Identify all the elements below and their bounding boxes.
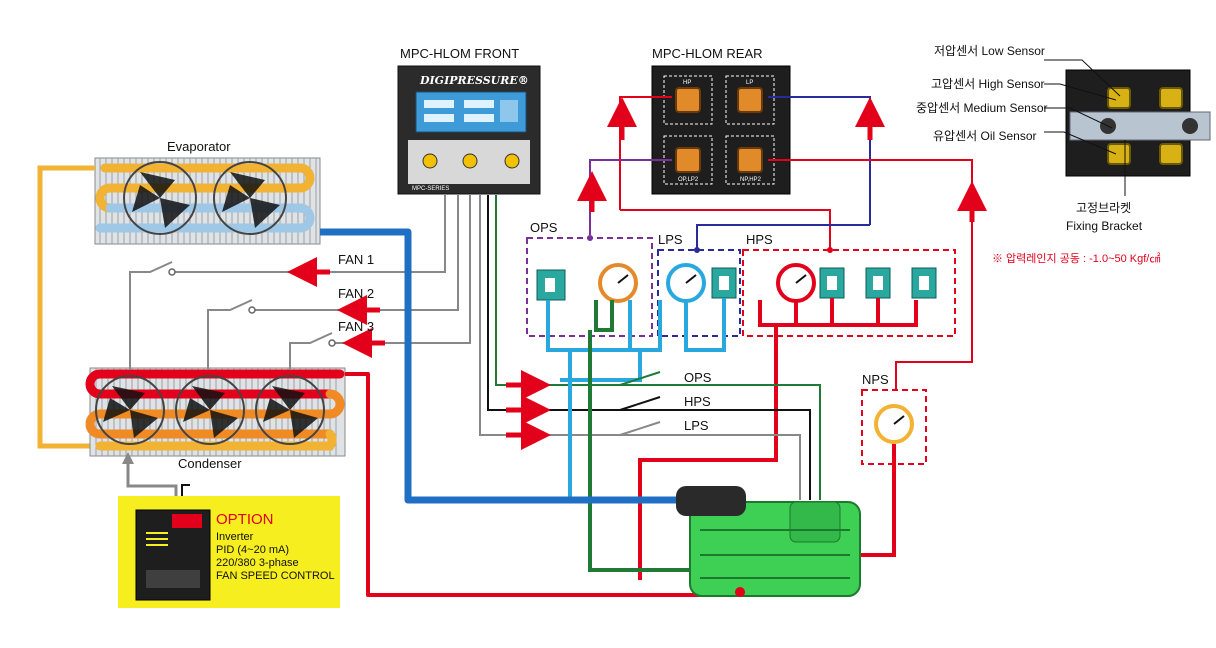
fan-switch-contacts: [168, 268, 336, 347]
fan3-label: FAN 3: [338, 319, 374, 334]
option-line-4: FAN SPEED CONTROL: [216, 570, 335, 582]
rear-title: MPC-HLOM REAR: [652, 46, 763, 61]
bracket-en-label: Fixing Bracket: [1066, 219, 1143, 233]
brand-label: DIGIPRESSURE®: [419, 74, 529, 87]
rear-hp-label: HP: [683, 80, 691, 86]
pressure-manifolds: [546, 298, 918, 580]
front-title: MPC-HLOM FRONT: [400, 46, 519, 61]
output-switches: [662, 384, 821, 500]
compressor: [676, 486, 861, 597]
evaporator-fans: [123, 161, 287, 235]
condenser: Condenser: [85, 367, 346, 471]
switch-lps-label: LPS: [684, 418, 709, 433]
option-line-3: 220/380 3-phase: [216, 557, 299, 569]
rear-arrows: [577, 97, 987, 222]
enter-button[interactable]: [504, 153, 520, 169]
lps-box-label: LPS: [658, 232, 683, 247]
sensor-medium-label: 중압센서 Medium Sensor: [916, 101, 1048, 115]
rear-connectors: [675, 87, 763, 173]
fan2-label: FAN 2: [338, 286, 374, 301]
nps-group: NPS: [780, 372, 927, 557]
evaporator: Evaporator: [94, 139, 321, 245]
output-switch-blades: [619, 371, 661, 436]
option-panel: OPTION Inverter PID (4~20 mA) 220/380 3-…: [118, 452, 340, 608]
lcd-digits: [424, 100, 518, 122]
fan-arrows: [287, 257, 385, 358]
ops-group: OPS: [526, 220, 653, 337]
option-title: OPTION: [216, 511, 274, 528]
rear-oplp2-label: OP,LP2: [678, 177, 699, 183]
rear-controller: HP LP OP,LP2 NP,HP2: [651, 65, 791, 195]
sensor-leaders: [1044, 59, 1126, 196]
evaporator-label: Evaporator: [167, 139, 231, 154]
condenser-fans: [95, 375, 325, 445]
hps-group: HPS: [742, 232, 956, 337]
option-line-2: PID (4~20 mA): [216, 544, 289, 556]
controller-wires: [479, 195, 662, 436]
ops-box-label: OPS: [530, 220, 558, 235]
sensor-assembly: [1065, 69, 1211, 177]
sensor-oil-label: 유압센서 Oil Sensor: [933, 129, 1037, 143]
lps-group: LPS: [657, 232, 741, 337]
pressure-range-note: ※ 압력레인지 공동 : -1.0~50 Kgf/㎠: [992, 252, 1160, 265]
switch-hps-label: HPS: [684, 394, 711, 409]
nps-box-label: NPS: [862, 372, 889, 387]
series-label: MPC-SERIES: [412, 186, 449, 192]
sensor-high-label: 고압센서 High Sensor: [931, 77, 1045, 91]
down-button[interactable]: [462, 153, 478, 169]
up-button[interactable]: [422, 153, 438, 169]
output-arrows: [506, 370, 551, 450]
condenser-label: Condenser: [178, 456, 242, 471]
rear-nphp2-label: NP,HP2: [740, 177, 762, 183]
sensor-low-label: 저압센서 Low Sensor: [934, 44, 1045, 58]
main-pipes: [320, 228, 740, 597]
hps-box-label: HPS: [746, 232, 773, 247]
evap-cond-pipe: [37, 165, 95, 449]
condenser-tubes: [85, 369, 345, 451]
front-controller: DIGIPRESSURE® MPC-SERIES: [397, 65, 541, 195]
switch-ops-label: OPS: [684, 370, 712, 385]
option-line-1: Inverter: [216, 531, 254, 543]
fan1-label: FAN 1: [338, 252, 374, 267]
rear-lp-label: LP: [746, 80, 753, 86]
bracket-kr-label: 고정브라켓: [1076, 201, 1131, 215]
evaporator-tubes: [95, 163, 315, 233]
